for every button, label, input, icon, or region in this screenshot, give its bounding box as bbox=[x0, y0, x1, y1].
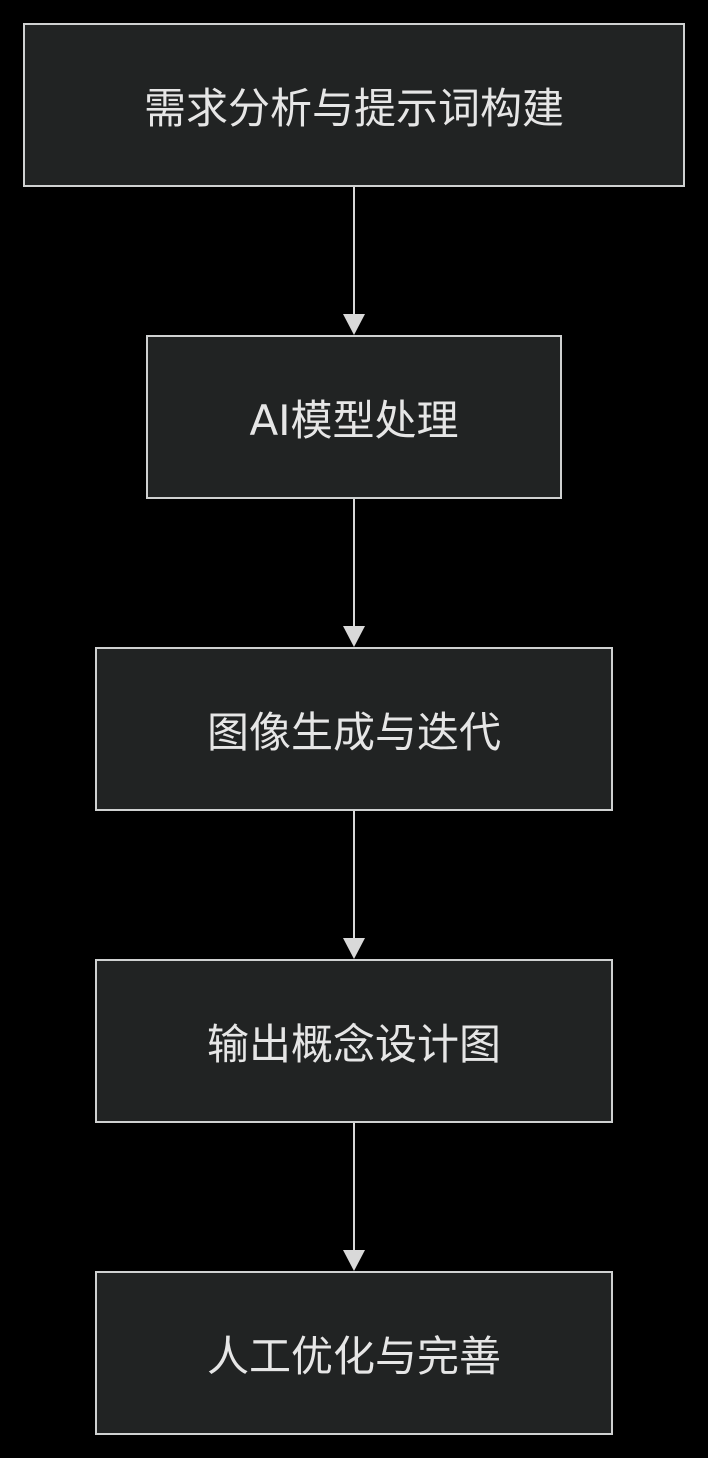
node-label: AI模型处理 bbox=[249, 395, 459, 445]
node-image-generation: 图像生成与迭代 bbox=[95, 647, 613, 811]
node-label: 图像生成与迭代 bbox=[206, 707, 501, 757]
node-label: 人工优化与完善 bbox=[206, 1331, 501, 1381]
arrowhead-icon bbox=[343, 626, 365, 647]
node-ai-model-processing: AI模型处理 bbox=[146, 335, 562, 499]
node-label: 需求分析与提示词构建 bbox=[143, 83, 564, 133]
edge-3-4 bbox=[343, 811, 365, 959]
arrowhead-icon bbox=[343, 1250, 365, 1271]
edge-4-5 bbox=[343, 1123, 365, 1271]
edge-2-3 bbox=[343, 499, 365, 647]
node-requirements-analysis: 需求分析与提示词构建 bbox=[23, 23, 685, 187]
node-label: 输出概念设计图 bbox=[206, 1019, 501, 1069]
edge-1-2 bbox=[343, 187, 365, 335]
node-output-concept-design: 输出概念设计图 bbox=[95, 959, 613, 1123]
arrowhead-icon bbox=[343, 938, 365, 959]
arrowhead-icon bbox=[343, 314, 365, 335]
node-manual-optimization: 人工优化与完善 bbox=[95, 1271, 613, 1435]
